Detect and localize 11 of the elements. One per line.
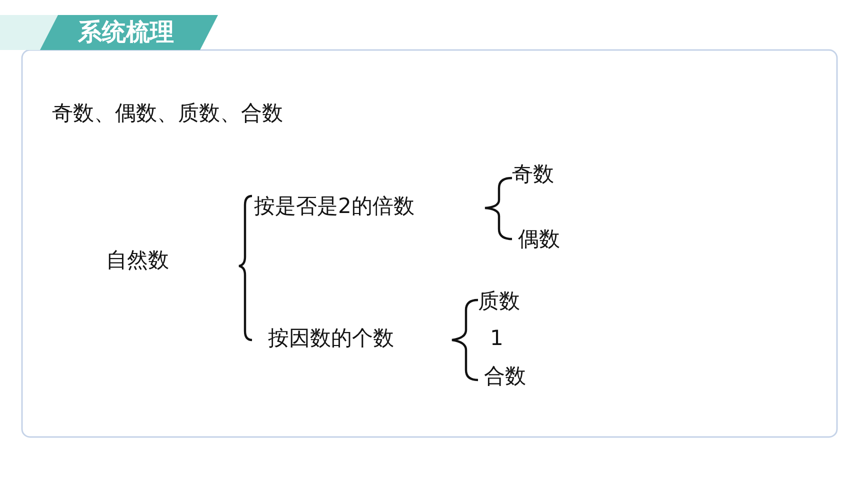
- branch-text: 偶数: [518, 226, 560, 252]
- branch-text: 1: [490, 325, 504, 351]
- branch-text: 合数: [484, 363, 526, 389]
- branch-text: 按是否是2的倍数: [254, 193, 414, 219]
- branch-text: 质数: [478, 288, 520, 314]
- branch-text: 按因数的个数: [268, 325, 394, 351]
- title-text: 系统梳理: [78, 18, 174, 46]
- heading-text: 奇数、偶数、质数、合数: [52, 100, 283, 126]
- root-text: 自然数: [106, 247, 169, 273]
- title-tab: [40, 15, 218, 50]
- branch-text: 奇数: [512, 161, 554, 187]
